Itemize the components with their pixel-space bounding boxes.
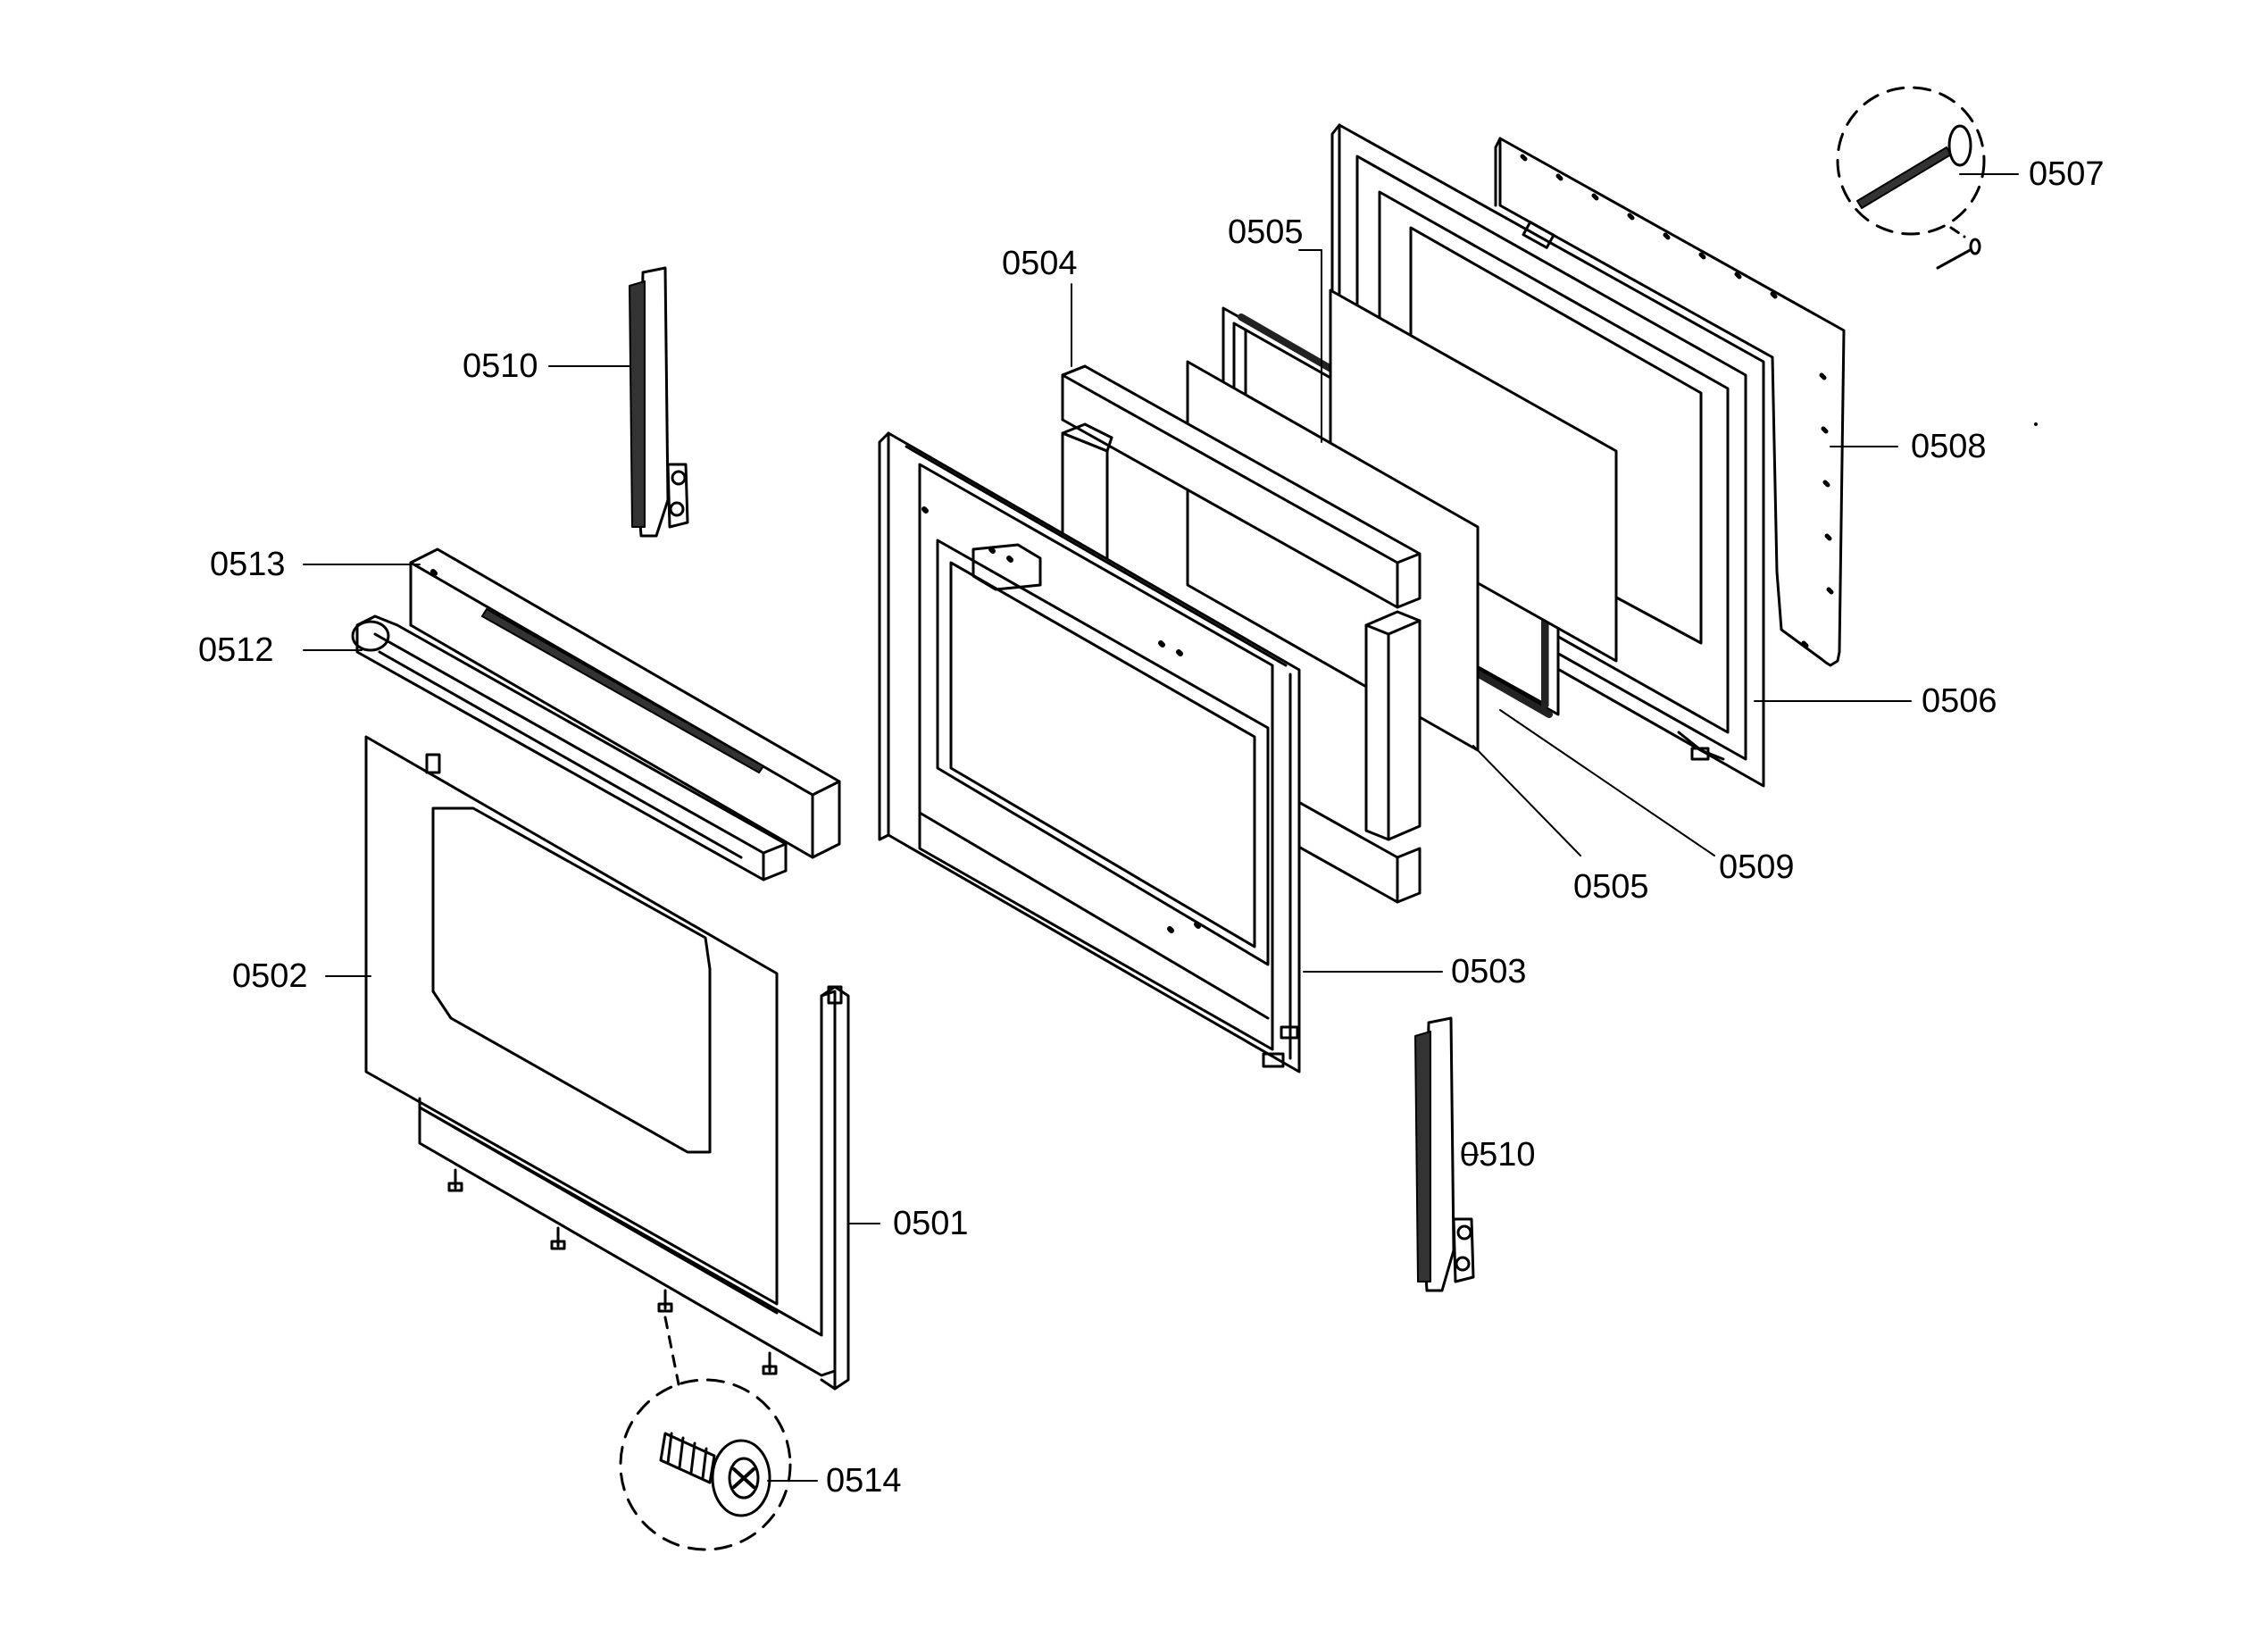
callout-0513: 0513: [210, 546, 286, 583]
part-0510-hinge-top: [629, 266, 689, 538]
callout-0505-top: 0505: [1228, 213, 1304, 251]
callout-0512: 0512: [198, 631, 274, 669]
part-0508-rear-panel: [1494, 137, 1846, 667]
callout-0503: 0503: [1451, 953, 1527, 990]
part-0514-screw: [619, 1316, 792, 1551]
callout-0507: 0507: [2029, 155, 2105, 193]
callout-0502: 0502: [232, 957, 308, 995]
callout-0506: 0506: [1922, 682, 1997, 720]
part-0512-handle: [351, 614, 788, 881]
part-0513-handle-strip: [409, 547, 841, 859]
part-0501-door-frame: [418, 985, 850, 1391]
callout-0508: 0508: [1911, 428, 1987, 465]
callout-labels: 0510 0513 0512 0502 0501 0503 0504 0505 …: [198, 155, 2105, 1500]
part-0505-glass-top: [1329, 288, 1618, 663]
part-0507-bolt: [1836, 86, 1986, 270]
stray-dot: [2034, 422, 2038, 426]
part-0502-outer-glass: [364, 735, 779, 1306]
leader-lines: [303, 173, 2019, 1482]
callout-0501: 0501: [893, 1205, 969, 1242]
callout-0510-top: 0510: [463, 347, 538, 385]
callout-0509: 0509: [1719, 848, 1795, 886]
callout-0514: 0514: [826, 1462, 902, 1500]
callout-0510-bottom: 0510: [1460, 1136, 1536, 1174]
callout-0505-bottom: 0505: [1573, 868, 1649, 906]
callout-0504: 0504: [1002, 245, 1078, 282]
part-0503-inner-frame: [878, 431, 1301, 1074]
part-0510-hinge-bottom: [1414, 1016, 1475, 1292]
